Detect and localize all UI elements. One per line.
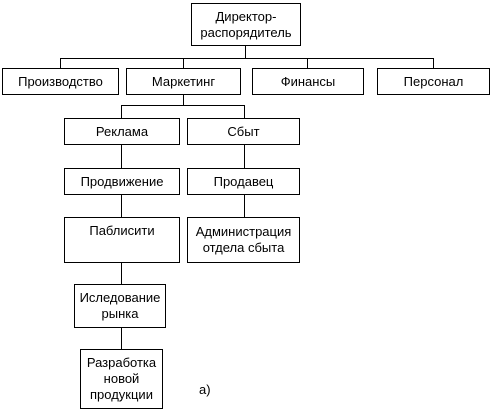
- figure-caption: а): [199, 382, 211, 397]
- node-seller: Продавец: [187, 168, 300, 195]
- node-finance: Финансы: [252, 68, 364, 95]
- node-product-dev: Разработка новой продукции: [80, 349, 163, 409]
- node-market-research: Иследование рынка: [74, 284, 166, 328]
- node-sales-admin: Администрация отдела сбыта: [187, 217, 300, 263]
- node-production: Производство: [2, 68, 119, 95]
- node-sales: Сбыт: [187, 118, 300, 145]
- node-director: Директор- распорядитель: [191, 3, 301, 46]
- node-marketing: Маркетинг: [126, 68, 241, 95]
- node-personnel: Персонал: [377, 68, 490, 95]
- node-advertising: Реклама: [64, 118, 180, 145]
- node-promotion: Продвижение: [64, 168, 180, 195]
- node-publicity: Паблисити: [64, 217, 180, 263]
